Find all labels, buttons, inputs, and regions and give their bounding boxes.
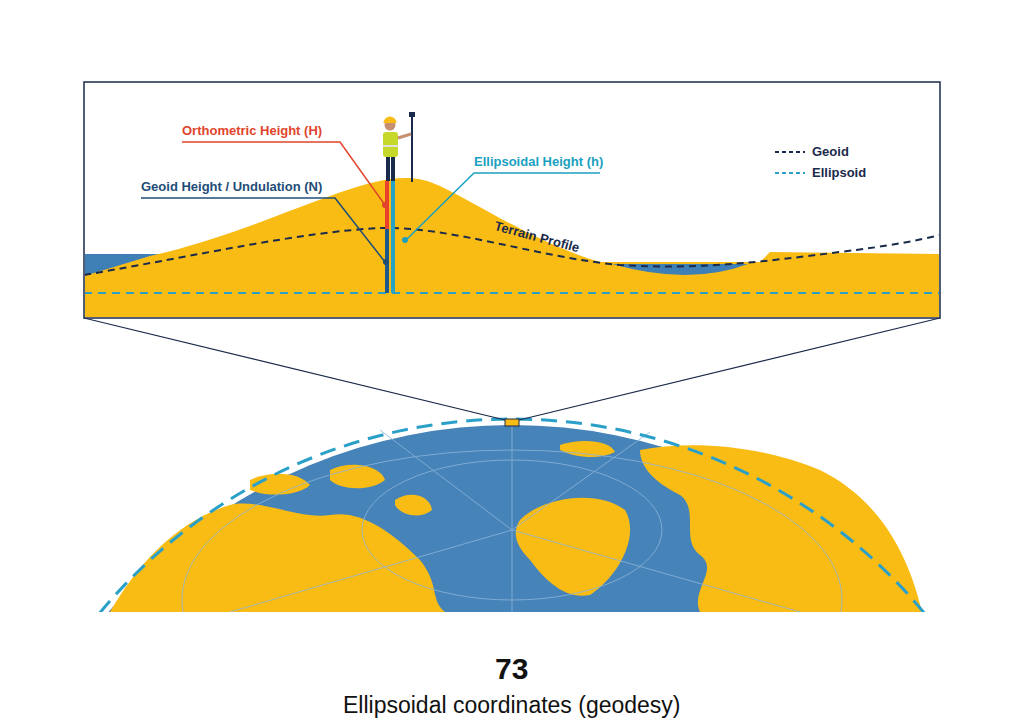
- callout-label: Geoid Height / Undulation (N): [141, 179, 322, 194]
- globe: [0, 419, 1024, 612]
- figure-number: 73: [495, 652, 528, 686]
- legend-text: Geoid: [812, 144, 849, 159]
- callout-label: Ellipsoidal Height (h): [474, 154, 603, 169]
- inset-panel: [84, 82, 940, 318]
- zoom-lines: [84, 318, 940, 426]
- caption: Ellipsoidal coordinates (geodesy): [343, 692, 681, 719]
- legend-swatch: [775, 168, 805, 178]
- legend-swatch: [775, 147, 805, 157]
- callout-label: Orthometric Height (H): [182, 123, 322, 138]
- cross-section: [85, 112, 939, 317]
- legend-text: Ellipsoid: [812, 165, 866, 180]
